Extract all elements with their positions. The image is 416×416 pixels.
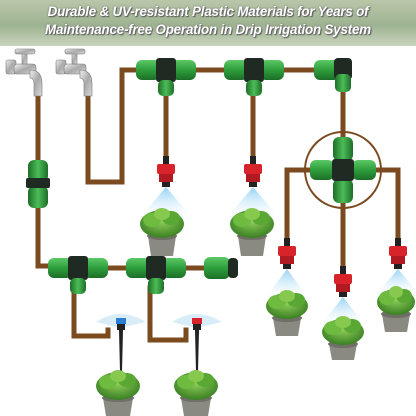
tee-connector-icon bbox=[136, 58, 196, 96]
coupler-connector-icon bbox=[26, 160, 50, 208]
drip-emitter-icon bbox=[225, 156, 281, 220]
faucet-icon bbox=[55, 48, 93, 97]
potted-plant-icon bbox=[140, 208, 184, 256]
tee-connector-icon bbox=[126, 256, 186, 294]
potted-plant-icon bbox=[266, 290, 308, 336]
drip-emitter-icon bbox=[264, 238, 310, 300]
sprinkler-stake-icon bbox=[96, 314, 146, 373]
potted-plant-icon bbox=[377, 286, 415, 332]
tee-connector-icon bbox=[224, 58, 284, 96]
potted-plant-icon bbox=[230, 208, 274, 256]
banner-line-1: Durable & UV-resistant Plastic Materials… bbox=[47, 4, 369, 19]
faucet-icon bbox=[5, 48, 43, 97]
title-banner: Durable & UV-resistant Plastic Materials… bbox=[0, 0, 416, 46]
elbow-connector-icon bbox=[314, 58, 352, 92]
banner-line-2: Maintenance-free Operation in Drip Irrig… bbox=[45, 22, 371, 37]
cross-connector-icon bbox=[304, 131, 382, 209]
potted-plant-icon bbox=[96, 370, 140, 416]
potted-plant-icon bbox=[322, 316, 364, 360]
potted-plant-icon bbox=[174, 370, 218, 416]
tee-connector-icon bbox=[48, 256, 108, 294]
drip-emitter-icon bbox=[320, 266, 366, 326]
sprinkler-stake-icon bbox=[172, 314, 222, 373]
end-plug-icon bbox=[204, 257, 238, 279]
